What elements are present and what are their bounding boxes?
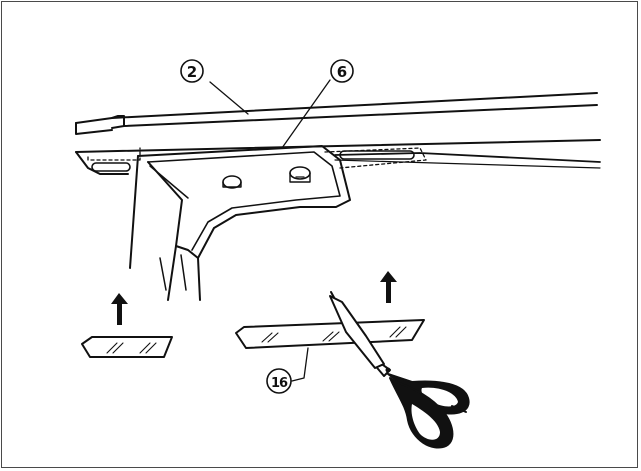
- up-arrow-icon: [380, 271, 397, 303]
- up-arrow-icon: [111, 293, 128, 325]
- svg-text:2: 2: [187, 63, 197, 81]
- leader-line-6: [281, 79, 331, 149]
- callout-2: 2: [180, 59, 204, 83]
- callout-6: 6: [330, 59, 354, 83]
- leader-line-16: [291, 347, 309, 382]
- tape-piece-small: [81, 336, 173, 358]
- leader-line-2: [209, 81, 249, 115]
- callout-16: 16: [266, 368, 292, 394]
- svg-text:6: 6: [337, 63, 347, 81]
- table-rail: [75, 92, 601, 175]
- svg-text:16: 16: [271, 376, 288, 391]
- leg-and-bracket: [129, 145, 351, 301]
- bolt-right: [289, 166, 311, 183]
- scissors-icon: [329, 291, 470, 449]
- tape-strip-16: [235, 319, 425, 349]
- bolt-left: [222, 175, 242, 189]
